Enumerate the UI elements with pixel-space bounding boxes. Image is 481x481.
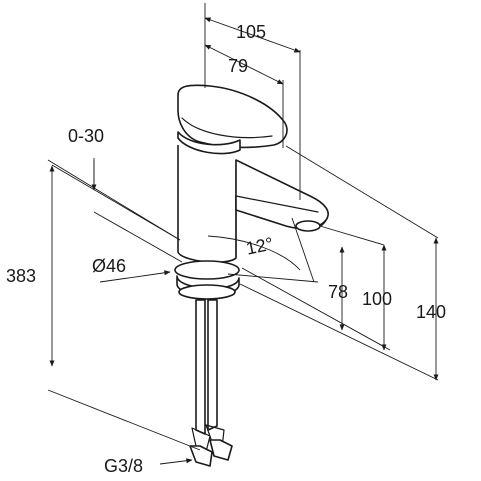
label-140: 140: [416, 302, 446, 322]
supply-hose-right: [207, 299, 218, 431]
label-105: 105: [236, 22, 266, 42]
dim-diameter-leader: [99, 270, 171, 283]
hose-nut-left: [189, 445, 213, 467]
cartridge-cap: [177, 131, 241, 155]
supply-hose-left: [195, 299, 206, 435]
label-diameter-46: Ø46: [92, 256, 126, 276]
dim-thread-leader: [159, 458, 193, 465]
faucet: [174, 84, 329, 467]
lever-handle-edge: [181, 117, 273, 139]
hose-nut-right: [209, 439, 233, 461]
spout-lower-edge: [235, 195, 319, 213]
dim-105-line: [204, 17, 301, 53]
label-angle-12: 12°: [244, 233, 275, 258]
lever-handle: [177, 84, 288, 149]
label-383: 383: [6, 266, 36, 286]
aerator: [295, 220, 321, 232]
label-78: 78: [328, 282, 348, 302]
dimension-lines: [47, 3, 439, 465]
mounting-washer: [178, 284, 236, 300]
label-g3-8: G3/8: [104, 456, 143, 476]
label-79: 79: [228, 56, 248, 76]
dim-79-line: [204, 44, 284, 85]
spout: [235, 159, 329, 230]
dim-angle-arc: [207, 235, 301, 271]
label-100: 100: [362, 289, 392, 309]
dimension-labels: 105 79 0-30 383 Ø46 12° 78 100 140 G3/8: [6, 22, 446, 476]
base-ring-upper: [174, 260, 240, 280]
label-0-30: 0-30: [68, 126, 104, 146]
